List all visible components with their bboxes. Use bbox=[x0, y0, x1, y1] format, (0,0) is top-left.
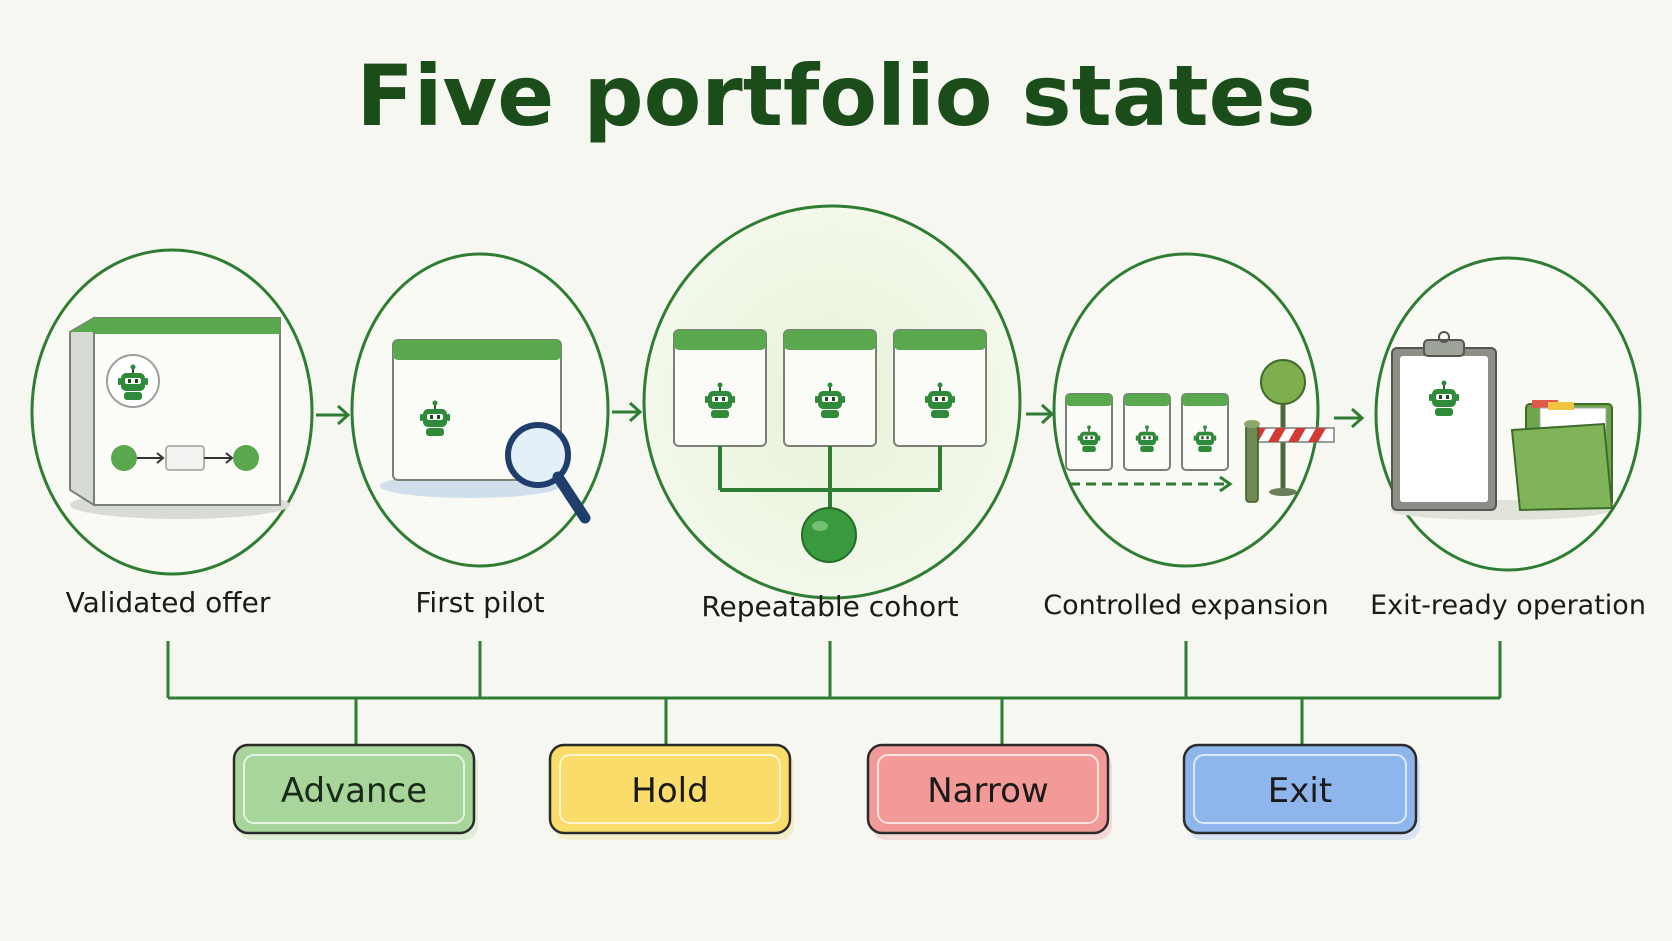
decision-label: Exit bbox=[1268, 771, 1332, 811]
state-first-pilot: First pilot bbox=[350, 252, 610, 619]
cohort-windows-icon bbox=[673, 329, 987, 563]
state-repeatable-cohort: Repeatable cohort bbox=[642, 204, 1022, 623]
decision-label: Narrow bbox=[927, 771, 1049, 811]
state-validated-offer: Validated offer bbox=[30, 248, 314, 619]
decision-exit-button[interactable]: Exit bbox=[1182, 743, 1420, 840]
flow-arrows bbox=[316, 401, 1365, 429]
flow-arrow-3 bbox=[1026, 403, 1055, 425]
flow-arrow-1 bbox=[316, 404, 351, 426]
flow-arrow-2 bbox=[612, 401, 643, 423]
offer-box-icon bbox=[69, 316, 290, 519]
expansion-gate-icon bbox=[1065, 359, 1335, 503]
decision-connector bbox=[166, 641, 1502, 745]
state-controlled-expansion: Controlled expansion bbox=[1043, 252, 1335, 621]
state-label: Repeatable cohort bbox=[701, 590, 958, 623]
decision-hold-button[interactable]: Hold bbox=[548, 743, 794, 840]
state-label: Controlled expansion bbox=[1043, 590, 1329, 621]
decision-label: Advance bbox=[281, 771, 427, 811]
decision-narrow-button[interactable]: Narrow bbox=[866, 743, 1112, 840]
state-label: Validated offer bbox=[66, 586, 271, 619]
flow-arrow-4 bbox=[1334, 407, 1365, 429]
state-label: First pilot bbox=[415, 586, 544, 619]
state-exit-ready-operation: Exit-ready operation bbox=[1370, 256, 1646, 621]
decision-advance-button[interactable]: Advance bbox=[232, 743, 478, 840]
state-label: Exit-ready operation bbox=[1370, 590, 1646, 621]
page-title: Five portfolio states bbox=[356, 47, 1315, 145]
clipboard-folder-icon bbox=[1390, 331, 1614, 520]
pilot-window-icon bbox=[380, 339, 591, 524]
decision-label: Hold bbox=[631, 771, 708, 811]
